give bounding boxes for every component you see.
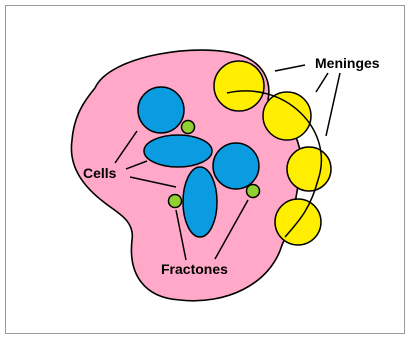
cell-round (213, 143, 259, 189)
meninges-circle (214, 61, 264, 111)
cell-oval-horizontal (144, 135, 212, 167)
fractone-dot (182, 121, 195, 134)
cell-oval-vertical (183, 167, 217, 237)
meninges-circle (287, 147, 331, 191)
fractone-dot (169, 195, 182, 208)
cell-round (138, 87, 184, 133)
meninges-label: Meninges (315, 55, 380, 71)
fractones-label: Fractones (161, 261, 228, 277)
fractone-dot (247, 185, 260, 198)
cells-label: Cells (83, 165, 117, 181)
